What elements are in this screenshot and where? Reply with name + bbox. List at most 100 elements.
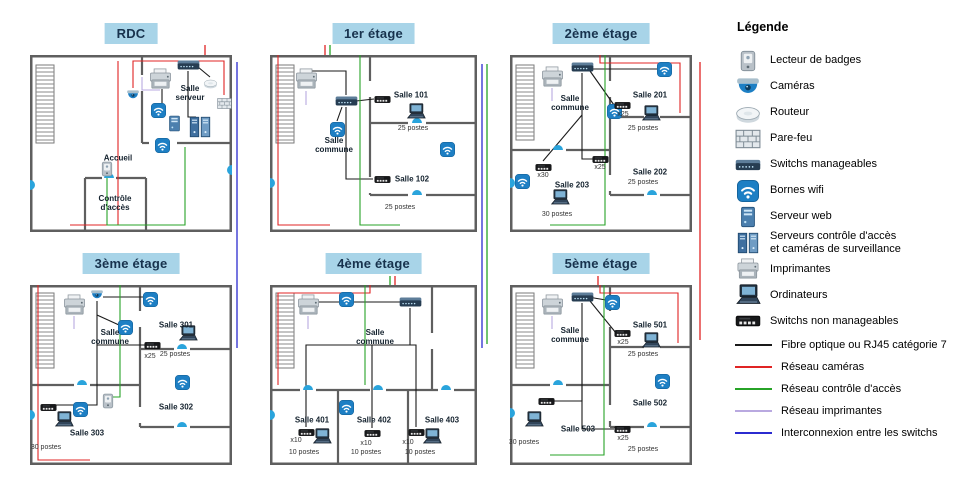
unmanaged-switch-icon <box>538 396 555 407</box>
wire-fibre <box>552 303 583 402</box>
count-label: x25 <box>617 434 629 442</box>
badge-reader-icon <box>735 50 761 72</box>
door-marker <box>227 165 232 175</box>
legend-line: Interconnexion entre les switchs <box>735 422 951 444</box>
room-label: Salle commune <box>551 325 589 344</box>
legend-item: Bornes wifi <box>735 178 951 204</box>
badge-reader-icon <box>102 393 114 409</box>
unmanaged-switch-icon <box>144 340 161 351</box>
wire-fibre <box>54 345 98 406</box>
count-label: 10 postes <box>404 448 436 456</box>
managed-switch-icon <box>177 59 200 71</box>
door-marker <box>510 408 515 418</box>
legend-item: Pare-feu <box>735 126 951 152</box>
wire-fibre <box>96 314 120 326</box>
door-marker <box>270 410 275 420</box>
firewall-icon <box>735 128 761 150</box>
legend-line: Réseau imprimantes <box>735 400 951 422</box>
count-label: 30 postes <box>541 210 573 218</box>
room-label: Salle 502 <box>632 398 668 408</box>
printer-icon <box>540 294 565 316</box>
count-label: x30 <box>537 171 549 179</box>
wire-fibre <box>410 344 417 427</box>
room-label: Salle serveur <box>175 83 205 102</box>
legend-line-swatch <box>735 432 772 435</box>
floor-title-rdc: RDC <box>104 23 158 44</box>
legend-line-label: Fibre optique ou RJ45 catégorie 7 <box>781 338 947 351</box>
legend-line-swatch <box>735 344 772 347</box>
room-label: Salle commune <box>91 327 129 346</box>
legend-item: Lecteur de badges <box>735 48 951 74</box>
count-label: x10 <box>290 436 302 444</box>
legend-item-label: Lecteur de badges <box>770 54 862 67</box>
door-marker <box>177 344 187 349</box>
wire-acces <box>550 285 605 456</box>
count-label: x25 <box>594 163 606 171</box>
wire-cameras <box>277 285 371 385</box>
wire-cameras <box>277 55 330 226</box>
count-label: 25 postes <box>384 203 416 211</box>
computer-icon <box>524 411 544 428</box>
wifi-icon <box>330 122 345 137</box>
unmanaged-switch-icon <box>364 428 381 439</box>
room-label: Salle 302 <box>158 402 194 412</box>
stairs <box>275 64 295 144</box>
legend-line-label: Réseau contrôle d'accès <box>781 382 902 395</box>
floor-walls <box>270 285 477 465</box>
count-label: 25 postes <box>627 445 659 453</box>
legend-line-label: Interconnexion entre les switchs <box>781 426 938 439</box>
room-label: Salle 503 <box>560 424 596 434</box>
room-label: Salle 301 <box>158 320 194 330</box>
room-label: Salle 303 <box>69 428 105 438</box>
door-marker <box>510 178 515 188</box>
room-label: Salle 203 <box>554 180 590 190</box>
router-icon <box>735 102 761 124</box>
web-server-icon <box>168 115 181 132</box>
floor-plan-etage5: Salle commune Salle 501 x25 25 postes Salle … <box>509 285 692 465</box>
wifi-icon <box>155 138 170 153</box>
floor-title-etage5: 5ème étage <box>552 253 650 274</box>
stairs <box>35 64 55 144</box>
door-marker <box>441 385 451 390</box>
computer-icon <box>641 332 661 349</box>
wire-fibre <box>589 70 615 106</box>
unmanaged-switch-icon <box>614 328 631 339</box>
room-label: Accueil <box>103 153 133 163</box>
floor-walls <box>510 55 692 232</box>
floor-walls <box>30 285 232 465</box>
legend-item-label: Switchs manageables <box>770 158 878 171</box>
wire-acces <box>106 147 186 226</box>
camera-icon <box>735 76 761 98</box>
wifi-icon <box>440 142 455 157</box>
legend-item: Switchs non manageables <box>735 308 951 334</box>
legend-item-label: Ordinateurs <box>770 288 828 301</box>
door-marker <box>30 410 35 420</box>
managed-switch-icon <box>571 291 594 303</box>
unmanaged-switch-icon <box>592 154 609 165</box>
wifi-icon <box>655 374 670 389</box>
legend-item-label: Serveurs contrôle d'accès et caméras de … <box>770 230 901 256</box>
floor-title-etage2: 2ème étage <box>552 23 650 44</box>
legend-item: Routeur <box>735 100 951 126</box>
legend-title: Légende <box>737 20 789 34</box>
wire-fibre <box>197 66 211 78</box>
stairs <box>515 292 535 369</box>
printer-icon <box>735 258 761 280</box>
wire-fibre <box>336 106 343 122</box>
stairs <box>275 292 295 369</box>
room-label: Salle 501 <box>632 320 668 330</box>
room-label: Salle 401 <box>294 415 330 425</box>
web-server-icon <box>735 206 761 228</box>
managed-switch-icon <box>571 61 594 73</box>
legend-item-label: Switchs non manageables <box>770 314 899 327</box>
door-marker <box>553 380 563 385</box>
door-marker <box>270 178 275 188</box>
wire-acces <box>359 55 400 226</box>
door-marker <box>647 422 657 427</box>
